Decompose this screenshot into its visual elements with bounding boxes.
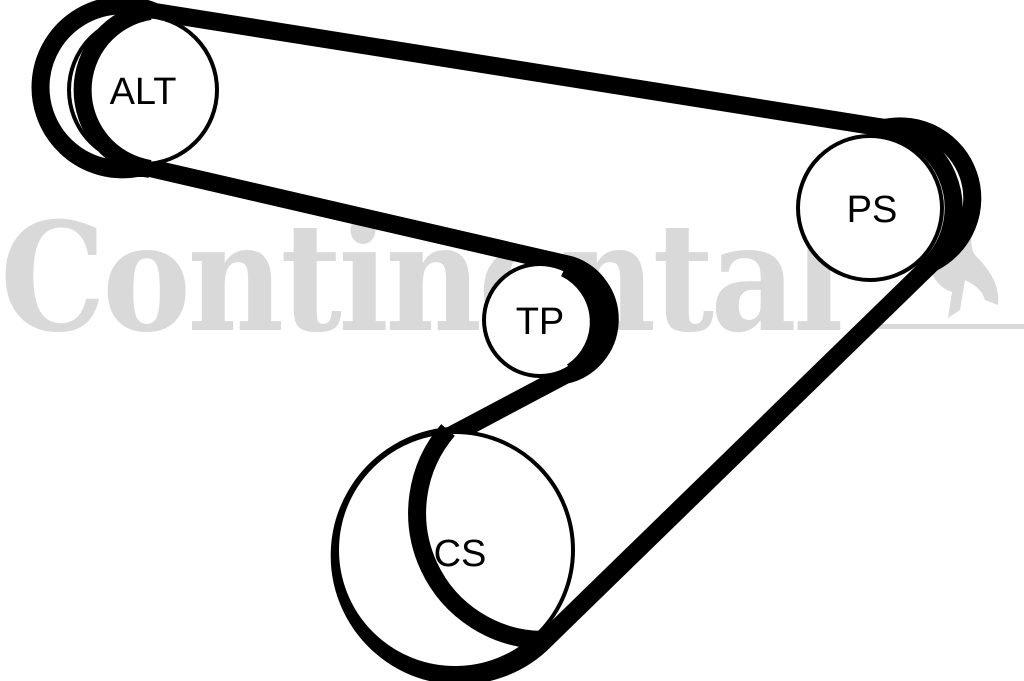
pulley-ps-label: PS [847, 189, 898, 231]
watermark-brand-text: Continental [0, 190, 841, 366]
drive-belt [31, 0, 982, 681]
belt-path [31, 0, 982, 681]
pulley-cs-circle [335, 430, 575, 670]
belt-wrap-ps [874, 118, 963, 268]
pulley-cs-label: CS [434, 533, 487, 575]
pulley-alt-label: ALT [110, 71, 177, 113]
pulley-ps: PS [796, 134, 944, 282]
pulley-alt: ALT [67, 14, 219, 166]
pulley-cs: CS [335, 430, 575, 670]
belt-wrap-overlay [73, 2, 963, 650]
belt-wrap-alt [73, 2, 152, 178]
belt-wrap-cs [408, 424, 546, 650]
pulley-tp-label: TP [516, 301, 565, 343]
pulley-ps-circle [796, 134, 944, 282]
belt-wrap-tp [560, 259, 608, 380]
